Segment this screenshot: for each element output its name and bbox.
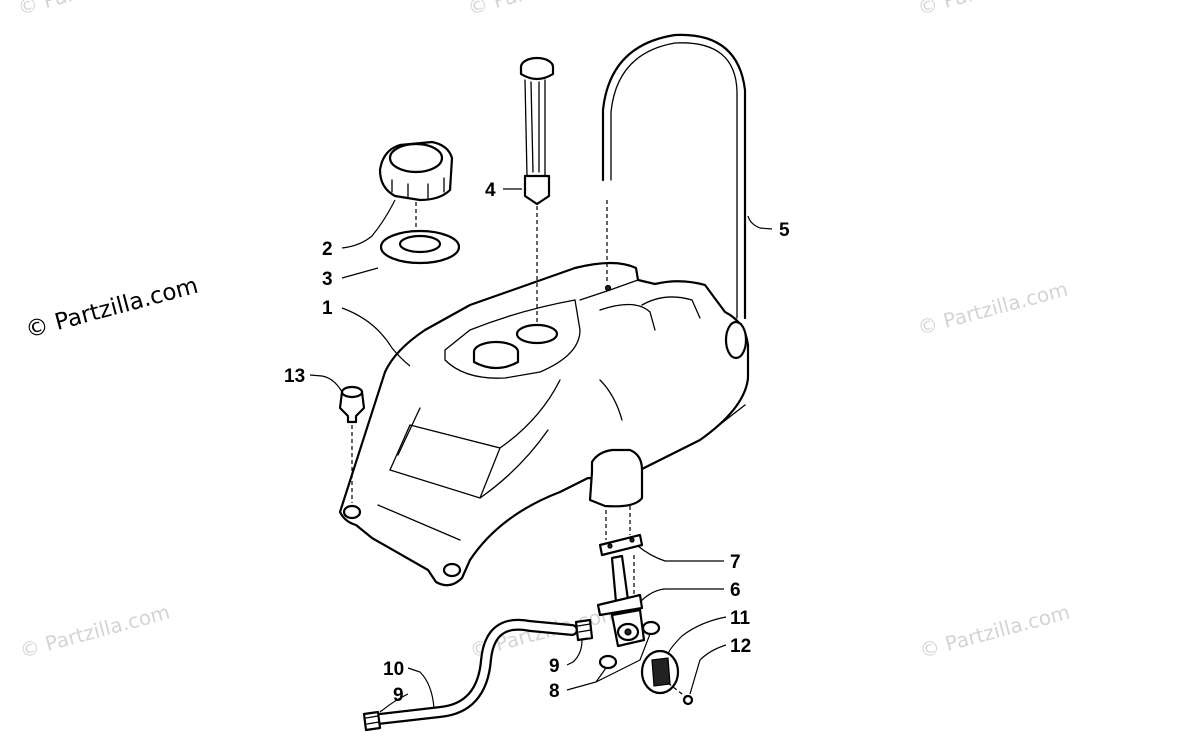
fuel-gauge [519,56,555,206]
mounting-bolt [338,385,366,424]
callout-label: 4 [485,180,496,201]
watermark: © Partzilla.com [915,0,1070,20]
callout-label: 13 [284,366,305,387]
watermark: © Partzilla.com [915,277,1070,340]
watermark: © Partzilla.com [17,600,172,663]
callout-label: 12 [730,636,751,657]
cap-gasket [379,229,461,265]
callout-label: 7 [730,552,741,573]
screw-guide-line [667,682,687,698]
brand-watermark: © Partzilla.com [23,273,201,344]
callout-labels: 1 2 3 4 5 6 7 8 9 9 10 11 12 13 [284,180,790,706]
callout-label: 10 [383,659,404,680]
fuel-petcock [596,554,646,648]
vent-hose [601,33,747,320]
washers [598,620,661,670]
fuel-tank [338,261,750,587]
petcock-gasket [598,533,644,557]
fuel-line [364,618,578,726]
leader-lines [309,188,773,713]
knob-screw [682,694,694,706]
watermark: © Partzilla.com [917,600,1072,663]
callout-label: 1 [322,298,333,319]
callout-label: 9 [549,656,560,677]
fuel-cap [378,140,454,202]
callout-label: 2 [322,239,333,260]
watermark: © Partzilla.com [465,0,620,20]
callout-label: 8 [549,681,560,702]
callout-label: 5 [779,220,790,241]
callout-label: 11 [730,608,751,629]
callout-label: 9 [393,685,404,706]
petcock-knob [640,649,680,695]
callout-label: 3 [322,269,333,290]
hose-clamps [362,618,594,732]
watermark: © Partzilla.com [15,0,170,20]
callout-label: 6 [730,580,741,601]
